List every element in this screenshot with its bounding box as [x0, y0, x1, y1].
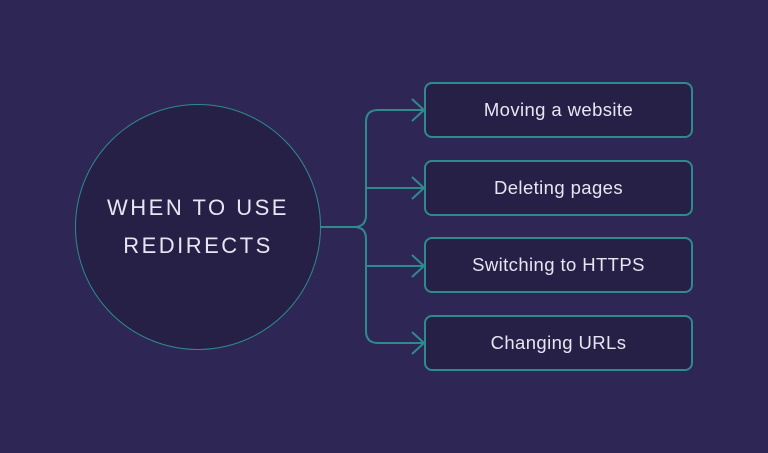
node-label: Changing URLs [490, 332, 627, 353]
node-label: Deleting pages [493, 177, 624, 198]
central-node-label-line-1: WHEN TO USE [107, 195, 289, 220]
central-node-label: WHEN TO USE REDIRECTS [107, 189, 289, 265]
central-node: WHEN TO USE REDIRECTS [75, 104, 321, 350]
node-label: Moving a website [483, 99, 634, 120]
connector-trunk [319, 109, 423, 344]
node-switching-to-https: Switching to HTTPS [424, 237, 693, 293]
central-node-label-line-2: REDIRECTS [123, 233, 273, 258]
node-changing-urls: Changing URLs [424, 315, 693, 371]
node-label: Switching to HTTPS [472, 254, 645, 275]
node-deleting-pages: Deleting pages [424, 160, 693, 216]
node-moving-a-website: Moving a website [424, 82, 693, 138]
